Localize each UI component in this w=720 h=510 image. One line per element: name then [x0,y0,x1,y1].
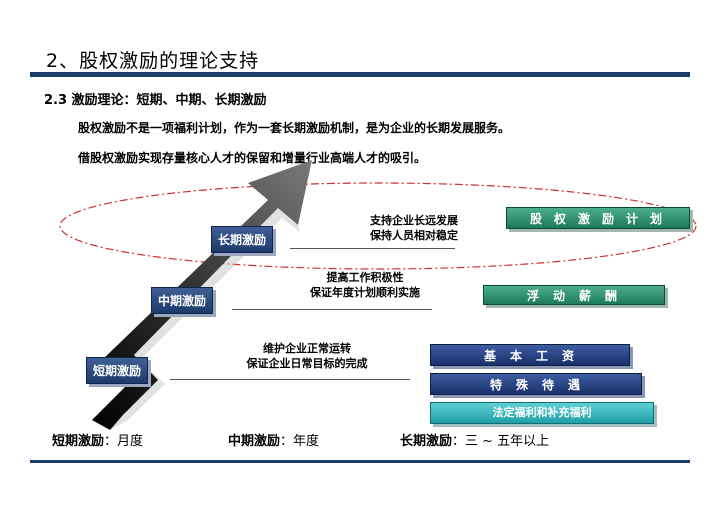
highlight-ellipse [59,182,697,270]
stage-desc-long-1: 支持企业长远发展 [370,214,458,227]
stage-desc-mid-1: 提高工作积极性 [326,271,404,284]
legend-mid: 中期激励：年度 [228,430,319,449]
stage-desc-short: 维护企业正常运转 保证企业日常目标的完成 [222,341,392,371]
box-base-salary: 基本工资 [430,344,630,366]
stage-label-mid: 中期激励 [151,287,214,314]
underline-mid [232,309,432,310]
stage-desc-short-1: 维护企业正常运转 [263,342,351,355]
box-special-treatment: 特殊待遇 [430,373,642,395]
legend-short: 短期激励：月度 [52,430,143,449]
legend-short-period: ：月度 [104,434,144,449]
box-base-salary-label: 基本工资 [483,349,588,363]
stage-label-short: 短期激励 [86,357,149,384]
stage-desc-long: 支持企业长远发展 保持人员相对稳定 [344,213,484,243]
stage-desc-short-2: 保证企业日常目标的完成 [246,357,368,370]
legend-long: 长期激励：三 ~ 五年以上 [400,430,549,449]
stage-desc-mid-2: 保证年度计划顺利实施 [310,286,420,299]
footer-divider [30,460,690,463]
underline-long [290,248,455,249]
page-title: 2、股权激励的理论支持 [46,50,260,72]
legend-long-name: 长期激励 [400,434,453,449]
box-statutory-benefits-label: 法定福利和补充福利 [492,406,592,419]
underline-short [170,379,410,380]
title-divider [30,72,690,77]
intro-line-2: 借股权激励实现存量核心人才的保留和增量行业高端人才的吸引。 [78,151,427,165]
legend-long-period: ：三 ~ 五年以上 [452,434,550,449]
legend-mid-period: ：年度 [280,434,320,449]
stage-desc-mid: 提高工作积极性 保证年度计划顺利实施 [285,270,445,300]
box-equity-incentive-plan-label: 股权激励计划 [529,212,674,226]
box-floating-pay: 浮动薪酬 [483,285,665,305]
box-special-treatment-label: 特殊待遇 [489,378,594,392]
stage-label-long: 长期激励 [211,226,274,253]
legend-short-name: 短期激励 [52,434,105,449]
box-equity-incentive-plan: 股权激励计划 [506,207,690,229]
box-statutory-benefits: 法定福利和补充福利 [430,402,654,424]
stage-desc-long-2: 保持人员相对稳定 [370,229,458,242]
legend-mid-name: 中期激励 [228,434,281,449]
intro-line-1: 股权激励不是一项福利计划，作为一套长期激励机制，是为企业的长期发展服务。 [78,121,511,135]
box-floating-pay-label: 浮动薪酬 [526,289,631,303]
section-subtitle: 2.3 激励理论：短期、中期、长期激励 [44,93,267,108]
